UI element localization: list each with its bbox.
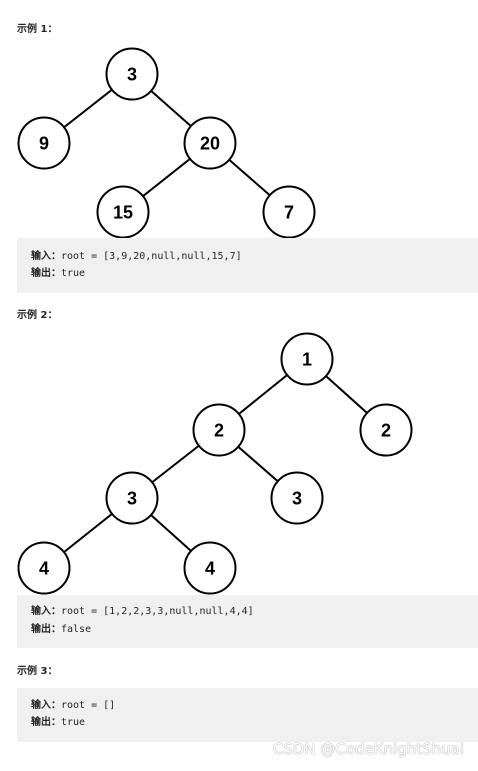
- tree-node: 4: [183, 541, 237, 595]
- example-2-tree: 1 2 2 3 3 4 4: [17, 332, 413, 595]
- input-value: root = [1,2,2,3,3,null,null,4,4]: [61, 606, 254, 617]
- tree-node: 3: [105, 47, 159, 101]
- output-label: 输出：: [31, 624, 61, 635]
- tree-node-value: 4: [205, 559, 215, 579]
- output-value: true: [61, 268, 86, 279]
- example-3-heading: 示例 3：: [17, 666, 58, 677]
- example-2-code-block: 输入：root = [1,2,2,3,3,null,null,4,4] 输出：f…: [17, 595, 478, 648]
- tree-node-value: 2: [381, 421, 391, 441]
- tree-node: 2: [359, 403, 413, 457]
- tree-node: 9: [17, 116, 71, 170]
- tree-node: 20: [183, 116, 237, 170]
- tree-node: 1: [280, 332, 334, 386]
- example-3-code-block: 输入：root = [] 输出：true: [17, 688, 478, 742]
- example-1-heading: 示例 1：: [17, 24, 58, 35]
- input-line: 输入：root = [1,2,2,3,3,null,null,4,4]: [31, 606, 254, 618]
- input-value: root = []: [61, 700, 116, 711]
- tree-node: 4: [17, 541, 71, 595]
- tree-node-value: 15: [113, 203, 133, 223]
- tree-node: 3: [270, 471, 324, 525]
- tree-node-value: 9: [39, 134, 49, 154]
- tree-node-value: 3: [127, 65, 137, 85]
- output-label: 输出：: [31, 717, 61, 728]
- output-label: 输出：: [31, 268, 61, 279]
- input-line: 输入：root = []: [31, 700, 115, 712]
- tree-node: 7: [262, 185, 316, 239]
- tree-node-value: 2: [214, 421, 224, 441]
- tree-node: 2: [192, 403, 246, 457]
- tree-node-value: 7: [284, 203, 294, 223]
- tree-node-value: 1: [302, 350, 312, 370]
- input-value: root = [3,9,20,null,null,15,7]: [61, 251, 242, 262]
- tree-node-value: 3: [292, 489, 302, 509]
- output-line: 输出：true: [31, 268, 85, 280]
- tree-node-value: 20: [200, 134, 220, 154]
- tree-node: 3: [105, 471, 159, 525]
- example-1-code-block: 输入：root = [3,9,20,null,null,15,7] 输出：tru…: [17, 238, 478, 293]
- watermark: CSDN @CodeKnightShuai: [272, 740, 464, 758]
- input-label: 输入：: [31, 700, 61, 711]
- output-value: false: [61, 624, 92, 635]
- example-2-heading: 示例 2：: [17, 310, 58, 321]
- input-label: 输入：: [31, 251, 61, 262]
- output-value: true: [61, 717, 86, 728]
- tree-node-value: 4: [39, 559, 49, 579]
- tree-node: 15: [96, 185, 150, 239]
- output-line: 输出：false: [31, 624, 91, 636]
- input-label: 输入：: [31, 606, 61, 617]
- input-line: 输入：root = [3,9,20,null,null,15,7]: [31, 251, 242, 263]
- tree-node-value: 3: [127, 489, 137, 509]
- example-1-tree: 3 9 20 15 7: [17, 47, 316, 239]
- output-line: 输出：true: [31, 717, 85, 729]
